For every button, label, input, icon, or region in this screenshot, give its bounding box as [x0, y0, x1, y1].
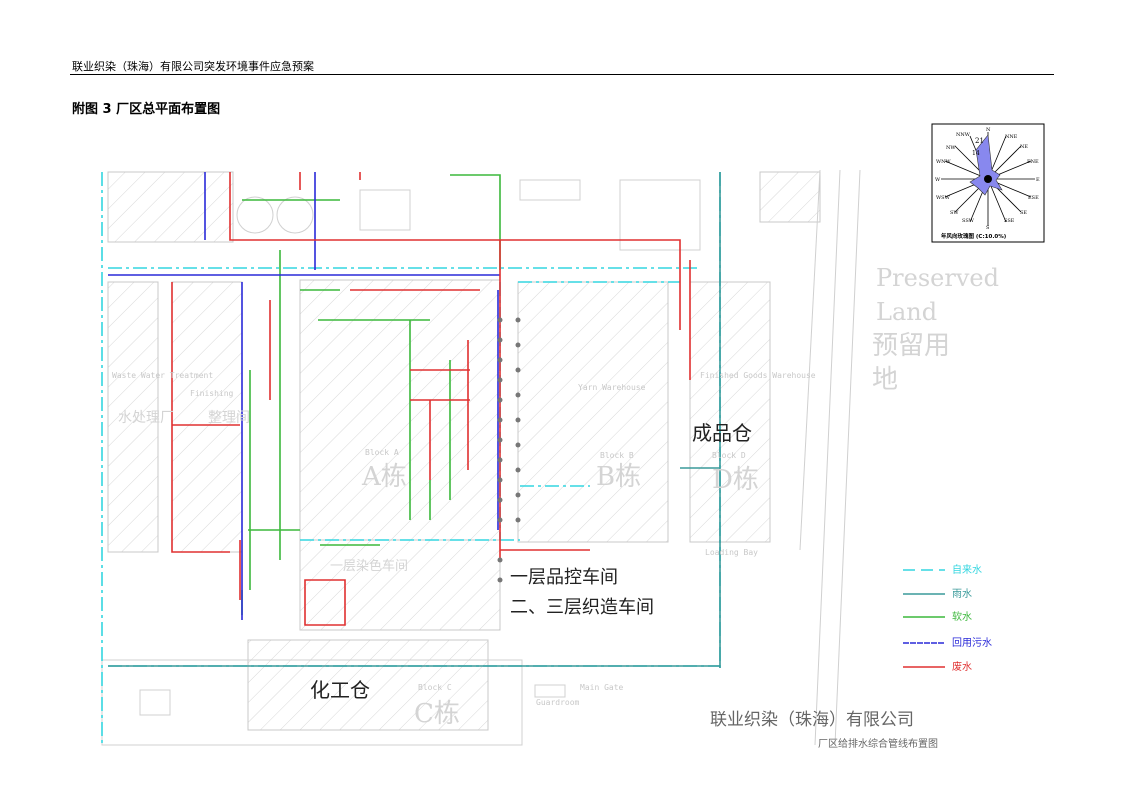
svg-text:NNW: NNW — [956, 132, 971, 138]
block-b — [517, 281, 669, 543]
block-c-en-label: Block C — [418, 683, 452, 692]
finishing-cn-label: 整理间 — [208, 410, 250, 426]
block-b-en-label: Block B — [600, 451, 634, 460]
svg-text:NNE: NNE — [1005, 134, 1018, 140]
loading-bay-label: Loading Bay — [705, 548, 758, 557]
buildings — [107, 171, 821, 731]
block-a-en-label: Block A — [365, 448, 399, 457]
svg-text:SSE: SSE — [1004, 218, 1015, 224]
main-gate-label: Main Gate — [580, 683, 624, 692]
block-d — [689, 281, 771, 543]
header-divider — [70, 74, 1054, 75]
svg-text:N: N — [986, 127, 991, 133]
wind-rose: N NNE NE ENE E ESE SE SSE S SSW SW WSW W… — [931, 123, 1045, 243]
finishing-en-label: Finishing — [190, 389, 234, 398]
finished-warehouse-label: 成品仓 — [692, 421, 752, 445]
preserved-en-1: Preserved — [876, 264, 999, 292]
reuse-water-pipes — [108, 172, 500, 620]
svg-text:ESE: ESE — [1028, 195, 1039, 201]
svg-text:SSW: SSW — [962, 218, 975, 224]
legend-rain-water: 雨水 — [952, 588, 972, 600]
svg-text:S: S — [986, 225, 990, 231]
block-c-label: C栋 — [414, 699, 460, 729]
drawing-name-label: 厂区给排水综合管线布置图 — [818, 737, 938, 750]
waste-water-cn-label: 水处理厂 — [118, 410, 174, 426]
legend-reuse-water: 回用污水 — [952, 637, 992, 649]
finished-warehouse-en-label: Finished Goods Warehouse — [700, 371, 816, 380]
svg-text:NE: NE — [1020, 144, 1028, 150]
north-building-1 — [107, 171, 234, 243]
block-d-en-label: Block D — [712, 451, 746, 460]
preserved-cn-2: 地 — [872, 365, 898, 395]
manhole-row — [497, 317, 521, 583]
preserved-cn-1: 预留用 — [872, 331, 950, 361]
block-a-label: A栋 — [361, 462, 407, 492]
block-a — [299, 279, 501, 541]
qc-floor-label: 一层品控车间 — [510, 567, 618, 588]
waste-water-pipes — [171, 172, 691, 626]
svg-text:E: E — [1036, 177, 1040, 183]
rain-water-pipes — [108, 172, 721, 668]
preserved-en-2: Land — [876, 298, 937, 326]
wind-rose-caption: 年风向玫瑰图 (C:10.0%) — [941, 232, 1007, 240]
guardroom-label: Guardroom — [536, 698, 580, 707]
svg-text:21: 21 — [975, 137, 984, 145]
figure-title: 附图 3 厂区总平面布置图 — [72, 102, 221, 117]
dyeing-label: 一层染色车间 — [330, 558, 408, 574]
svg-text:14: 14 — [972, 150, 980, 157]
legend-tap-water: 自来水 — [952, 563, 982, 576]
svg-text:WNW: WNW — [936, 159, 952, 165]
dyeing-area — [299, 539, 501, 631]
company-label: 联业织染（珠海）有限公司 — [710, 710, 914, 730]
chemical-warehouse-label: 化工仓 — [310, 678, 370, 702]
svg-text:WSW: WSW — [936, 195, 951, 201]
svg-text:SE: SE — [1020, 210, 1027, 216]
waste-water-building — [107, 281, 159, 553]
svg-text:W: W — [935, 177, 941, 183]
page-header: 联业织染（珠海）有限公司突发环境事件应急预案 — [72, 60, 314, 73]
svg-text:SW: SW — [950, 210, 959, 216]
north-building-2 — [759, 171, 821, 223]
waste-water-en-label: Waste Water Treatment — [112, 371, 213, 380]
block-b-label: B栋 — [596, 462, 641, 492]
legend-soft-water: 软水 — [952, 610, 972, 623]
block-d-label: D栋 — [712, 465, 759, 495]
yarn-warehouse-label: Yarn Warehouse — [578, 383, 646, 392]
svg-text:NW: NW — [946, 145, 956, 151]
weaving-floor-label: 二、三层织造车间 — [510, 597, 654, 618]
svg-text:ENE: ENE — [1027, 159, 1039, 165]
legend: 自来水 雨水 软水 回用污水 废水 — [903, 563, 992, 673]
pipelines — [101, 172, 721, 745]
block-c — [247, 639, 489, 731]
legend-waste-water: 废水 — [952, 660, 972, 673]
